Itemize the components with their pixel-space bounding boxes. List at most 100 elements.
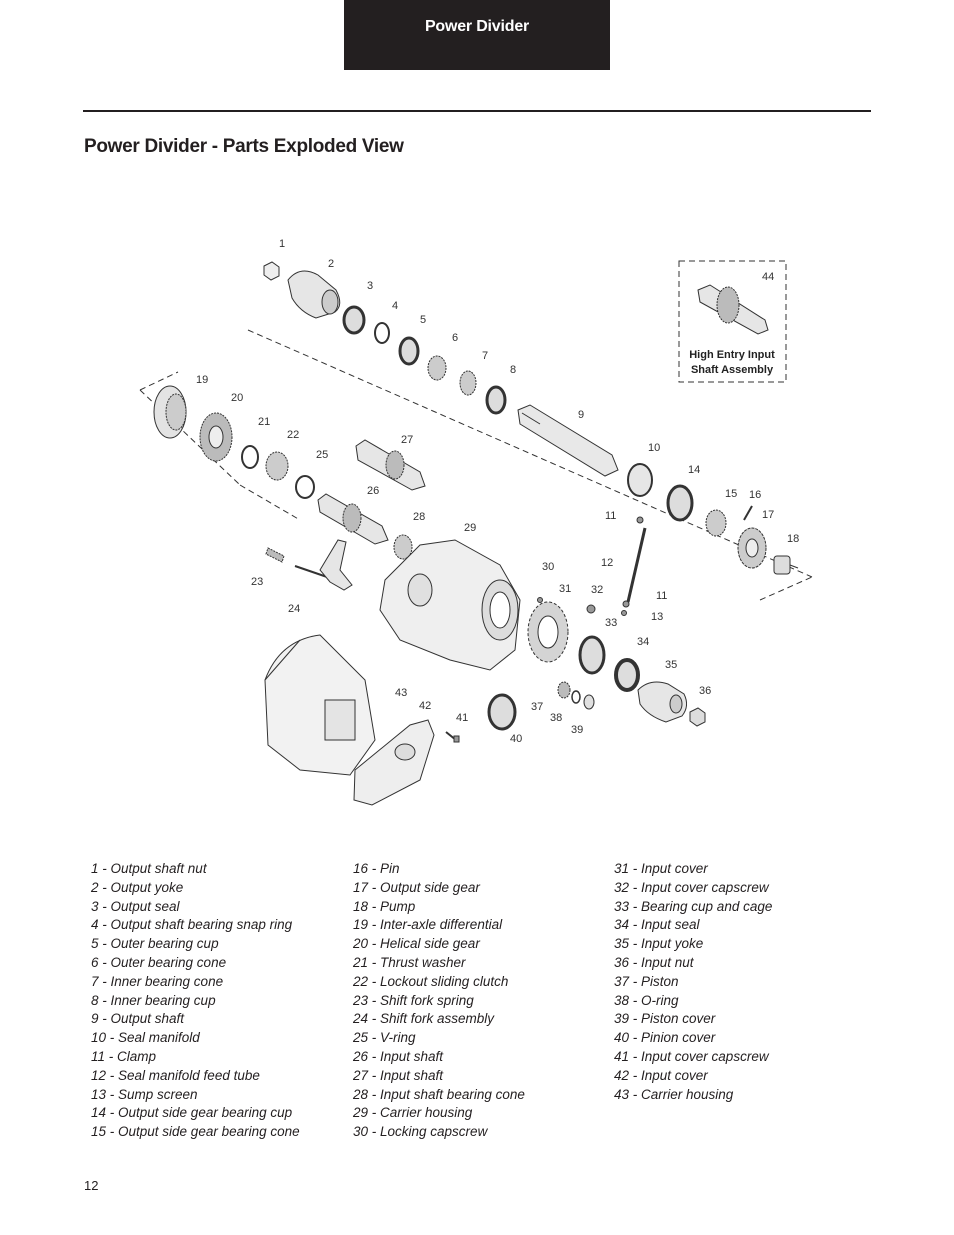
legend-item: 11 - Clamp [91, 1048, 157, 1064]
legend-item: 28 - Input shaft bearing cone [353, 1086, 525, 1102]
inner-bearing-cup [485, 385, 507, 415]
callout-number: 41 [456, 712, 468, 724]
callout-number: 40 [510, 733, 522, 745]
legend-item: 42 - Input cover [614, 1067, 708, 1083]
page-title: Power Divider - Parts Exploded View [84, 136, 404, 157]
callout-number: 12 [601, 557, 613, 569]
legend-item: 7 - Inner bearing cone [91, 973, 224, 989]
carrier-housing-43 [264, 634, 376, 776]
callout-number: 35 [665, 659, 677, 671]
legend-item: 14 - Output side gear bearing cup [91, 1105, 293, 1121]
callout-number: 5 [420, 314, 426, 326]
callout-number: 24 [288, 603, 300, 615]
callout-number: 20 [231, 392, 243, 404]
legend-item: 6 - Outer bearing cone [91, 954, 227, 970]
callout-number: 32 [591, 584, 603, 596]
callout-number: 7 [482, 350, 488, 362]
page-number: 12 [84, 1178, 99, 1193]
legend-item: 18 - Pump [353, 898, 416, 914]
legend-item: 2 - Output yoke [91, 879, 184, 895]
legend-item: 3 - Output seal [91, 898, 180, 914]
input-cover-capscrew-41 [445, 731, 460, 743]
callout-number: 39 [571, 724, 583, 736]
inset-frame [678, 260, 787, 383]
input-seal [614, 658, 640, 692]
callout-number: 23 [251, 576, 263, 588]
legend-item: 5 - Outer bearing cup [91, 936, 219, 952]
callout-number: 15 [725, 488, 737, 500]
inset-caption-line2: Shaft Assembly [691, 364, 774, 376]
legend-item: 25 - V-ring [353, 1030, 416, 1046]
callout-number: 22 [287, 429, 299, 441]
legend-item: 22 - Lockout sliding clutch [353, 973, 509, 989]
helical-side-gear [199, 412, 233, 462]
callout-number: 29 [464, 522, 476, 534]
bearing-cup-and-cage [578, 635, 606, 675]
lockout-sliding-clutch [265, 451, 289, 481]
legend-item: 17 - Output side gear [353, 879, 480, 895]
v-ring [295, 475, 315, 499]
legend-column-3: 31 - Input cover 32 - Input cover capscre… [614, 860, 772, 1104]
legend-column-2: 16 - Pin 17 - Output side gear 18 - Pump 19… [353, 860, 525, 1142]
legend-item: 32 - Input cover capscrew [614, 879, 769, 895]
legend-item: 4 - Output shaft bearing snap ring [91, 917, 293, 933]
piston-cover [583, 694, 595, 710]
callout-number: 11 [605, 510, 616, 522]
outer-bearing-cone [427, 355, 447, 381]
shift-fork-assembly [294, 539, 353, 591]
callout-number: 25 [316, 449, 328, 461]
legend-item: 31 - Input cover [614, 861, 708, 876]
callout-number: 10 [648, 442, 660, 454]
inset-caption-line1: High Entry Input [689, 349, 775, 361]
legend-column-1: 1 - Output shaft nut 2 - Output yoke 3 - O… [91, 860, 300, 1142]
outer-bearing-cup [398, 336, 420, 366]
callout-number: 30 [542, 561, 554, 573]
legend-item: 9 - Output shaft [91, 1011, 185, 1027]
callout-number: 6 [452, 332, 458, 344]
callout-number: 28 [413, 511, 425, 523]
legend-item: 27 - Input shaft [353, 1067, 444, 1083]
seal-manifold-feed-tube [621, 516, 647, 616]
callout-number: 21 [258, 416, 270, 428]
legend-item: 29 - Carrier housing [353, 1105, 473, 1121]
callout-number: 3 [367, 280, 373, 292]
legend-item: 16 - Pin [353, 861, 400, 876]
high-entry-input-shaft-icon [697, 284, 769, 335]
legend-item: 36 - Input nut [614, 954, 694, 970]
legend-item: 8 - Inner bearing cup [91, 992, 216, 1008]
legend-item: 10 - Seal manifold [91, 1030, 200, 1046]
shift-fork-spring [265, 547, 285, 563]
callout-number: 38 [550, 712, 562, 724]
input-cover-42 [353, 719, 435, 806]
legend-item: 20 - Helical side gear [353, 936, 480, 952]
callout-number: 13 [651, 611, 663, 623]
callout-number: 4 [392, 300, 398, 312]
piston [557, 681, 571, 699]
pin [743, 505, 753, 521]
legend-item: 12 - Seal manifold feed tube [91, 1067, 260, 1083]
input-cover-31 [527, 597, 569, 663]
legend-item: 34 - Input seal [614, 917, 700, 933]
legend-item: 1 - Output shaft nut [91, 861, 207, 876]
header-rule [83, 110, 871, 112]
callout-number: 33 [605, 617, 617, 629]
legend-item: 19 - Inter-axle differential [353, 917, 503, 933]
pump [773, 555, 799, 575]
o-ring [571, 690, 581, 704]
output-yoke [287, 270, 341, 319]
callout-number: 11 [656, 590, 667, 602]
inner-bearing-cone [459, 370, 477, 396]
input-cover-capscrew-32 [586, 604, 596, 614]
callout-number: 18 [787, 533, 799, 545]
callout-number: 43 [395, 687, 407, 699]
output-shaft [517, 404, 619, 477]
legend-item: 33 - Bearing cup and cage [614, 898, 773, 914]
legend-item: 13 - Sump screen [91, 1086, 198, 1102]
legend-item: 43 - Carrier housing [614, 1086, 734, 1102]
input-yoke [637, 681, 688, 723]
input-nut [689, 707, 706, 727]
input-shaft-lower [317, 493, 389, 545]
section-tab: Power Divider [344, 0, 610, 70]
legend-item: 41 - Input cover capscrew [614, 1048, 769, 1064]
output-seal [342, 305, 366, 335]
